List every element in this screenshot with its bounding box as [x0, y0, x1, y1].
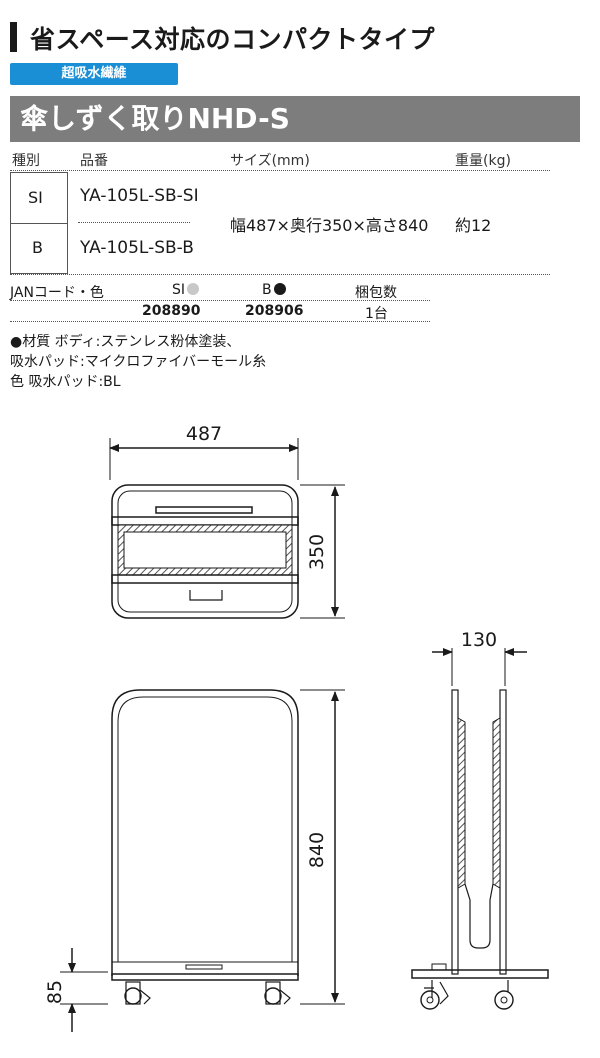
color-b-dot: [273, 283, 286, 295]
jan-b-code: 208906: [245, 303, 304, 319]
header-code: 品番: [80, 153, 108, 169]
jan-top-rule: [10, 300, 430, 301]
jan-si-label: SI: [172, 282, 200, 298]
pack-label: 梱包数: [355, 285, 397, 301]
heading-bar: [10, 22, 17, 52]
size-value: 幅487×奥行350×高さ840: [230, 216, 429, 235]
dim-base-height: 85: [44, 980, 66, 1004]
jan-b-label: B: [262, 282, 286, 298]
header-type: 種別: [12, 153, 40, 169]
jan-bottom-rule: [10, 321, 430, 322]
top-view-drawing: [109, 438, 345, 619]
code-divider: [78, 222, 190, 223]
material-notes: ●材質 ボディ:ステンレス粉体塗装、 吸水パッド:マイクロファイバーモール糸 色…: [10, 332, 266, 392]
header-weight: 重量(kg): [455, 153, 511, 169]
pack-value: 1台: [365, 306, 388, 322]
header-size: サイズ(mm): [230, 153, 310, 169]
code-b: YA-105L-SB-B: [80, 238, 194, 258]
side-view-drawing: [411, 648, 549, 1010]
weight-value: 約12: [455, 216, 492, 235]
table-bottom-rule: [10, 274, 550, 275]
material-badge: 超吸水繊維: [10, 63, 178, 85]
type-b: B: [32, 238, 43, 257]
table-top-rule: [10, 170, 550, 171]
page-heading: 省スペース対応のコンパクトタイプ: [30, 25, 436, 54]
jan-si-code: 208890: [142, 303, 201, 319]
dim-side-width: 130: [461, 629, 497, 651]
jan-label: JANコード・色: [10, 285, 104, 301]
note-line: 色 吸水パッド:BL: [10, 374, 121, 390]
front-view-drawing: [60, 689, 345, 1032]
note-line: ●材質 ボディ:ステンレス粉体塗装、: [10, 334, 241, 350]
dim-top-depth: 350: [306, 534, 328, 570]
dim-front-height: 840: [306, 832, 328, 868]
type-si: SI: [28, 188, 43, 207]
color-si-dot: [187, 283, 200, 295]
note-line: 吸水パッド:マイクロファイバーモール糸: [10, 354, 267, 370]
dim-top-width: 487: [186, 423, 222, 445]
type-box: [10, 172, 68, 274]
code-si: YA-105L-SB-SI: [80, 186, 199, 206]
product-title: 傘しずく取りNHD-S: [10, 96, 580, 142]
